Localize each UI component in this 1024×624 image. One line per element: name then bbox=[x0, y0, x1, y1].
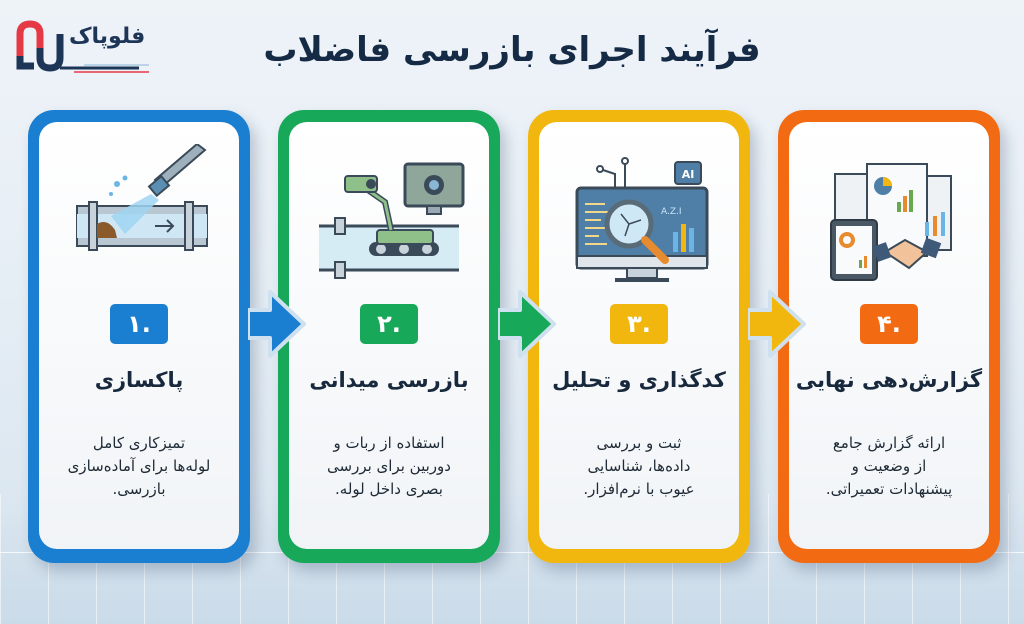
step-card-cleaning: ۱. پاکسازی تمیزکاری کامل لوله‌ها برای آم… bbox=[28, 110, 250, 563]
step-title: کدگذاری و تحلیل bbox=[552, 368, 726, 392]
description-line: دوربین برای بررسی bbox=[327, 457, 451, 475]
svg-text:A.Z.I: A.Z.I bbox=[661, 207, 682, 217]
description-line: لوله‌ها برای آماده‌سازی bbox=[67, 457, 211, 475]
step-description: ثبت و بررسی داده‌ها، شناسایی عیوب با نرم… bbox=[547, 432, 731, 501]
step-number-badge: ۲. bbox=[360, 304, 418, 344]
logo-text: فلوپاک bbox=[69, 24, 146, 49]
step-card-field-inspection: ۲. بازرسی میدانی استفاده از ربات و دوربی… bbox=[278, 110, 500, 563]
reports-handshake-icon bbox=[830, 163, 952, 281]
arrow-right-icon bbox=[498, 290, 556, 358]
step-description: ارائه گزارش جامع از وضعیت و پیشنهادات تع… bbox=[797, 432, 981, 501]
step-title: بازرسی میدانی bbox=[309, 368, 469, 392]
step-description: استفاده از ربات و دوربین برای بررسی بصری… bbox=[297, 432, 481, 501]
step-description: تمیزکاری کامل لوله‌ها برای آماده‌سازی با… bbox=[47, 432, 231, 501]
card-panel: ۱. پاکسازی تمیزکاری کامل لوله‌ها برای آم… bbox=[39, 122, 239, 549]
description-line: ثبت و بررسی bbox=[596, 434, 682, 452]
pipe-inspection-robot-camera-icon bbox=[319, 162, 465, 279]
pipe-cleaning-water-jet-icon bbox=[76, 144, 208, 251]
step-number-badge: ۱. bbox=[110, 304, 168, 344]
step-number-badge: ۳. bbox=[610, 304, 668, 344]
card-panel: ۲. بازرسی میدانی استفاده از ربات و دوربی… bbox=[289, 122, 489, 549]
step-number-badge: ۴. bbox=[860, 304, 918, 344]
description-line: از وضعیت و bbox=[851, 457, 927, 475]
description-line: بصری داخل لوله. bbox=[335, 480, 443, 498]
step-card-coding-analysis: AI A.Z.I ۳. کدگذاری و تحلیل ثبت و بررسی … bbox=[528, 110, 750, 563]
page-title: فرآیند اجرای بازرسی فاضلاب bbox=[263, 30, 761, 70]
description-line: داده‌ها، شناسایی bbox=[587, 457, 691, 475]
step-title: گزارش‌دهی نهایی bbox=[795, 368, 983, 392]
description-line: بازرسی. bbox=[112, 480, 166, 498]
card-panel: ۴. گزارش‌دهی نهایی ارائه گزارش جامع از و… bbox=[789, 122, 989, 549]
description-line: پیشنهادات تعمیراتی. bbox=[825, 480, 953, 498]
ai-analysis-magnifier-monitor-icon: AI A.Z.I bbox=[575, 157, 709, 282]
card-panel: AI A.Z.I ۳. کدگذاری و تحلیل ثبت و بررسی … bbox=[539, 122, 739, 549]
description-line: ارائه گزارش جامع bbox=[832, 434, 946, 452]
step-title: پاکسازی bbox=[94, 368, 184, 392]
svg-text:AI: AI bbox=[682, 168, 695, 181]
description-line: عیوب با نرم‌افزار. bbox=[583, 480, 695, 498]
arrow-right-icon bbox=[748, 290, 806, 358]
pipe-logo-icon bbox=[16, 20, 149, 73]
brand-logo: فلوپاک bbox=[14, 18, 154, 76]
step-card-final-report: ۴. گزارش‌دهی نهایی ارائه گزارش جامع از و… bbox=[778, 110, 1000, 563]
arrow-right-icon bbox=[248, 290, 306, 358]
description-line: استفاده از ربات و bbox=[333, 434, 445, 452]
description-line: تمیزکاری کامل bbox=[92, 434, 186, 452]
